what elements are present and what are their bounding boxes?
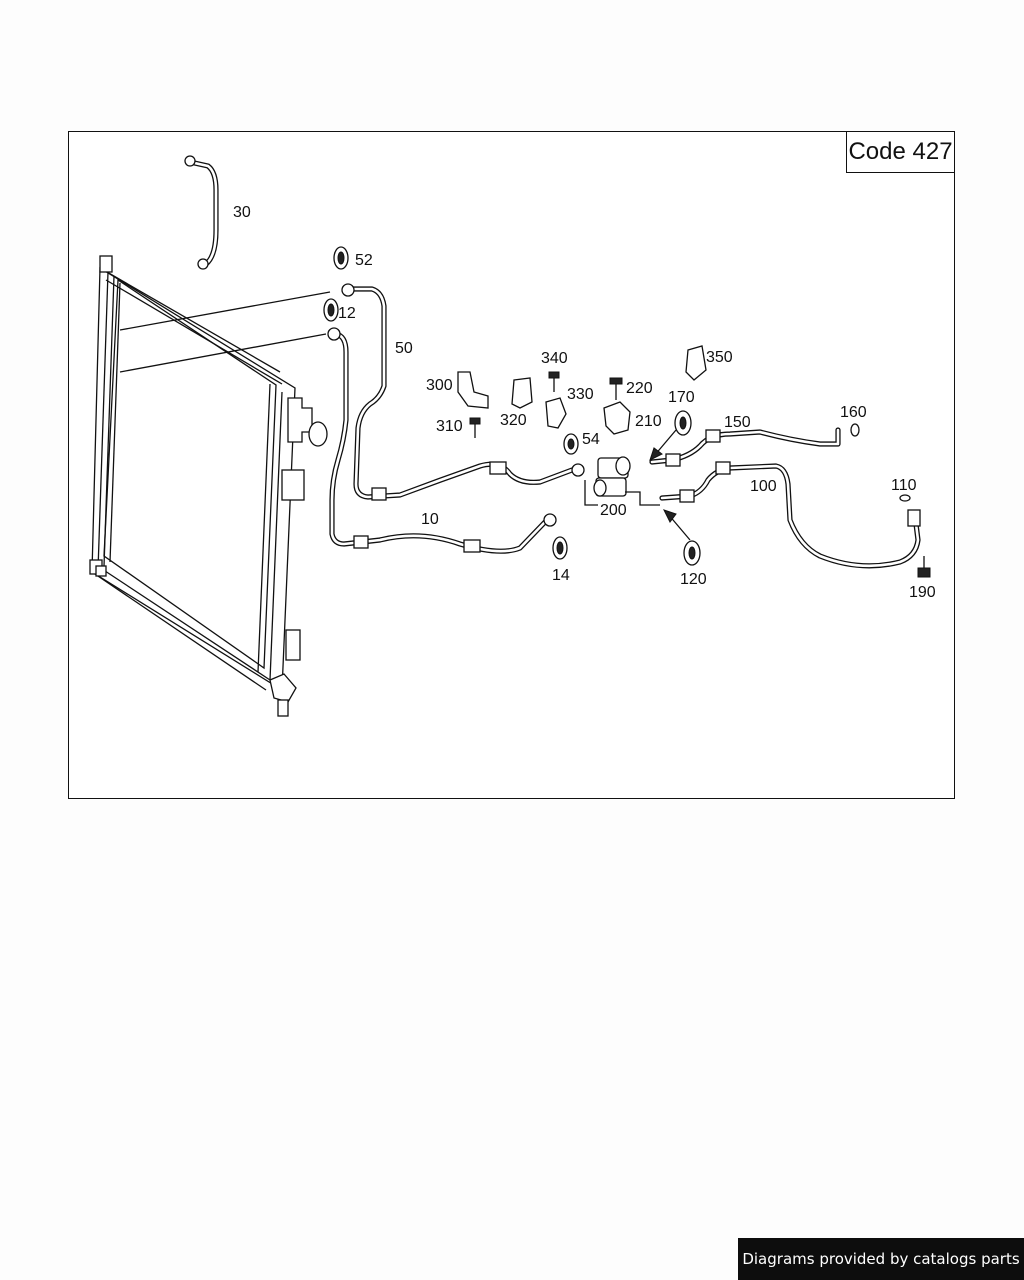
code-label-box: Code 427 xyxy=(846,131,955,173)
seals xyxy=(323,246,701,566)
label-52: 52 xyxy=(355,252,373,269)
part-300 xyxy=(457,371,489,409)
label-310: 310 xyxy=(436,418,463,435)
label-200: 200 xyxy=(600,502,627,519)
credit-banner: Diagrams provided by catalogs parts xyxy=(738,1238,1024,1280)
credit-text: Diagrams provided by catalogs parts xyxy=(742,1250,1020,1268)
label-100: 100 xyxy=(750,478,777,495)
label-50: 50 xyxy=(395,340,413,357)
label-12: 12 xyxy=(338,305,356,322)
label-300: 300 xyxy=(426,377,453,394)
part-320 xyxy=(511,377,533,409)
radiator xyxy=(89,255,331,717)
part-210 xyxy=(603,401,631,435)
part-30-hose xyxy=(184,155,219,270)
part-310-bolt xyxy=(469,417,481,438)
label-350: 350 xyxy=(706,349,733,366)
label-120: 120 xyxy=(680,571,707,588)
code-label: Code 427 xyxy=(848,138,953,165)
part-50-line xyxy=(341,283,585,501)
label-190: 190 xyxy=(909,584,936,601)
label-320: 320 xyxy=(500,412,527,429)
label-330: 330 xyxy=(567,386,594,403)
label-210: 210 xyxy=(635,413,662,430)
brackets xyxy=(457,345,707,438)
label-160: 160 xyxy=(840,404,867,421)
part-190-bolt xyxy=(917,556,931,578)
label-54: 54 xyxy=(582,431,600,448)
label-220: 220 xyxy=(626,380,653,397)
part-100-line xyxy=(659,461,921,569)
part-labels: 30 52 12 50 340 350 300 330 220 170 320 … xyxy=(233,204,936,601)
label-14: 14 xyxy=(552,567,570,584)
part-220-bolt xyxy=(609,377,623,400)
label-30: 30 xyxy=(233,204,251,221)
part-330 xyxy=(545,397,567,429)
part-350 xyxy=(685,345,707,381)
label-10: 10 xyxy=(421,511,439,528)
label-170: 170 xyxy=(668,389,695,406)
pointer-arrows xyxy=(649,429,691,541)
label-150: 150 xyxy=(724,414,751,431)
part-150-line xyxy=(649,423,860,467)
part-200-valve-block xyxy=(584,456,660,506)
part-340-bolt xyxy=(548,371,560,392)
part-10-line xyxy=(327,327,557,554)
label-340: 340 xyxy=(541,350,568,367)
label-110: 110 xyxy=(891,477,917,494)
